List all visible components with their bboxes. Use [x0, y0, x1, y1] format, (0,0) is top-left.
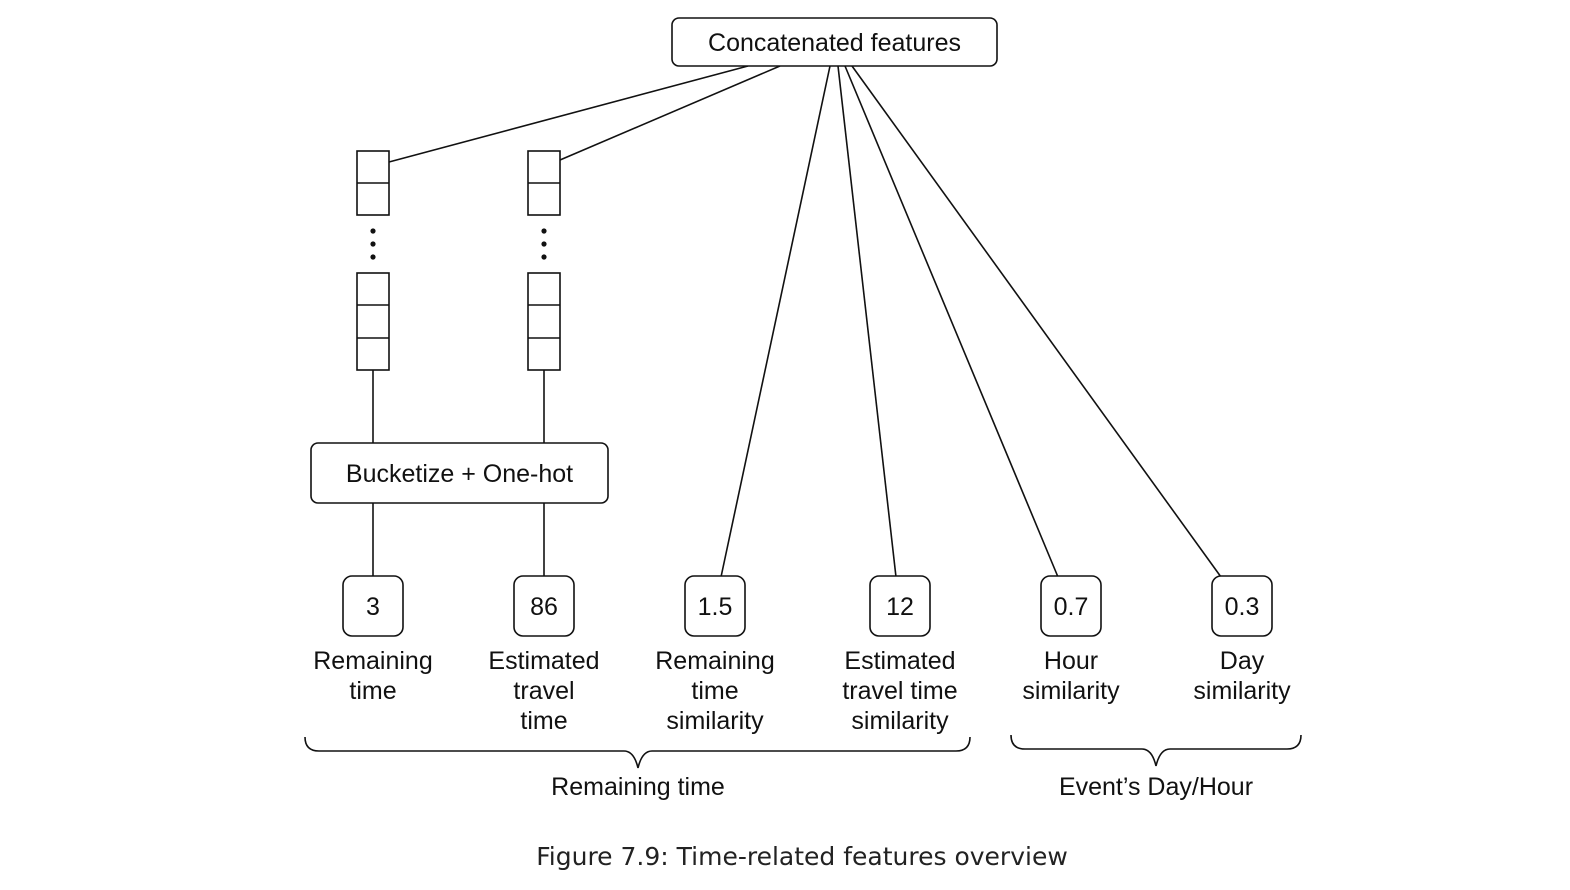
edge-top-to-feature-4 — [837, 65, 897, 578]
edge-top-to-vector-2 — [559, 65, 781, 161]
feature-label: Estimated — [844, 647, 955, 675]
one-hot-vector-2 — [527, 150, 561, 371]
edge-top-to-vector-1 — [388, 65, 749, 163]
vector-ellipsis — [370, 228, 547, 260]
feature-label: similarity — [1022, 677, 1120, 705]
feature-box — [513, 575, 575, 637]
group-brace-remaining-time — [304, 736, 971, 769]
bucketize-one-hot-node: Bucketize + One-hot — [310, 442, 609, 504]
feature-label: time — [349, 677, 396, 705]
feature-label: Hour — [1044, 647, 1098, 675]
feature-value: 0.3 — [1225, 593, 1260, 621]
figure-caption: Figure 7.9: Time-related features overvi… — [536, 842, 1068, 871]
feature-label: similarity — [1193, 677, 1291, 705]
edge-top-to-feature-3 — [720, 65, 831, 578]
feature-value: 12 — [886, 593, 914, 621]
bucketize-one-hot-label: Bucketize + One-hot — [346, 460, 573, 488]
feature-box — [342, 575, 404, 637]
feature-box — [1211, 575, 1273, 637]
feature-value: 1.5 — [698, 593, 733, 621]
group-label-event-day-hour: Event’s Day/Hour — [1059, 773, 1253, 801]
feature-box — [869, 575, 931, 637]
one-hot-vector-1 — [356, 150, 390, 371]
feature-label: travel time — [842, 677, 957, 705]
feature-box — [1040, 575, 1102, 637]
feature-value: 0.7 — [1054, 593, 1089, 621]
concatenated-features-label: Concatenated features — [708, 29, 961, 57]
concatenated-features-node: Concatenated features — [671, 17, 998, 67]
feature-label: time — [691, 677, 738, 705]
edge-top-to-feature-5 — [844, 65, 1059, 578]
feature-label: time — [520, 707, 567, 735]
feature-label: Estimated — [488, 647, 599, 675]
feature-label: Day — [1220, 647, 1265, 675]
group-label-remaining-time: Remaining time — [551, 773, 725, 801]
feature-label: similarity — [666, 707, 764, 735]
group-brace-event-day-hour — [1010, 734, 1302, 767]
feature-label: Remaining — [313, 647, 433, 675]
edge-top-to-feature-6 — [851, 65, 1222, 578]
feature-box — [684, 575, 746, 637]
feature-label: similarity — [851, 707, 949, 735]
feature-value: 86 — [530, 593, 558, 621]
feature-label: Remaining — [655, 647, 775, 675]
feature-value: 3 — [366, 593, 380, 621]
feature-label: travel — [513, 677, 574, 705]
